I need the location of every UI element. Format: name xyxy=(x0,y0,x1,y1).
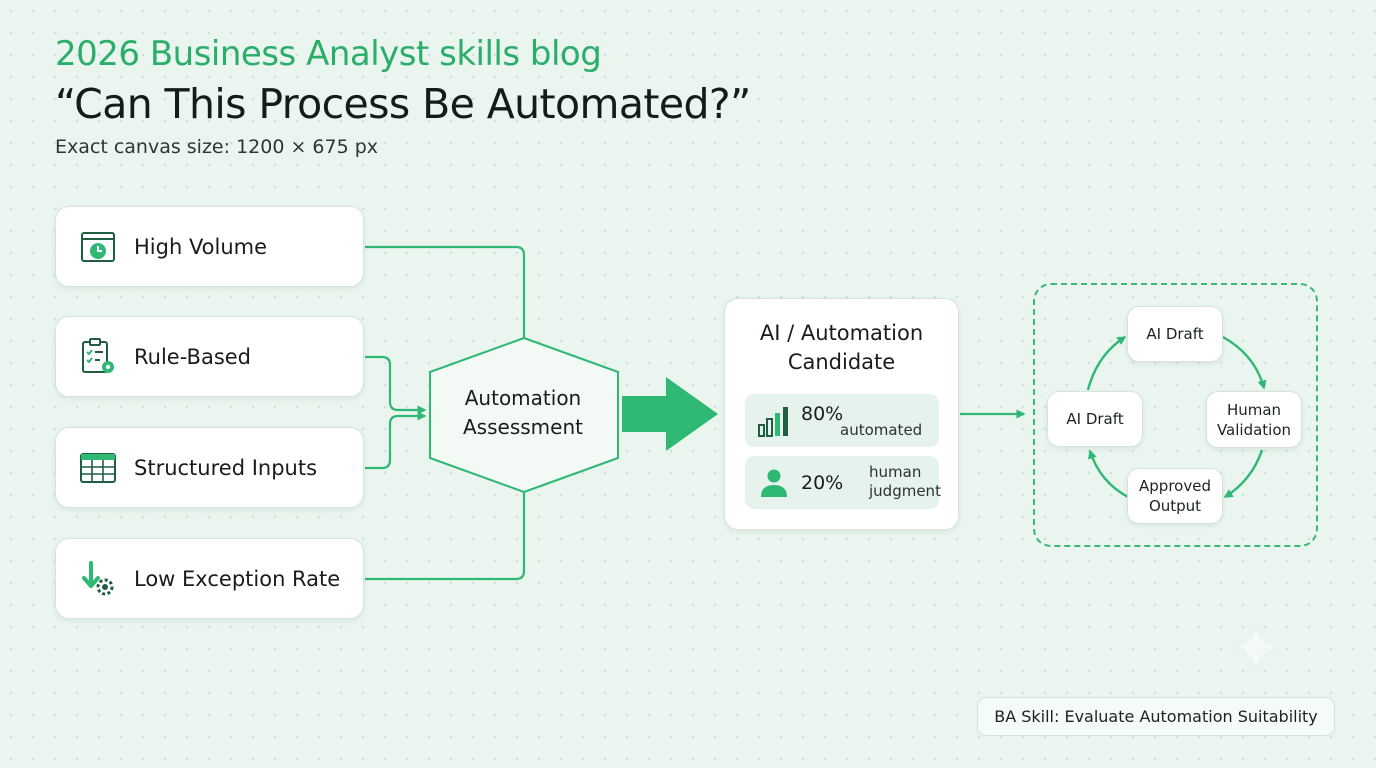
candidate-title: AI / Automation Candidate xyxy=(725,319,958,377)
criterion-label: Low Exception Rate xyxy=(134,566,341,591)
connector-structured-inputs xyxy=(365,411,427,470)
connector-low-exception xyxy=(365,491,526,581)
criterion-card-low-exception-rate: Low Exception Rate xyxy=(55,538,364,619)
automation-candidate-card: AI / Automation Candidate 80% automated … xyxy=(724,298,959,530)
loop-arrow-bottom-left xyxy=(1088,449,1129,499)
stat-percent: 80% xyxy=(801,403,844,425)
person-icon xyxy=(756,465,792,501)
sparkle-icon xyxy=(1236,628,1276,668)
blog-title: 2026 Business Analyst skills blog xyxy=(55,34,602,74)
connector-high-volume xyxy=(365,245,526,338)
loop-node-label: AI Draft xyxy=(1066,410,1124,428)
big-flow-arrow xyxy=(622,377,718,451)
candidate-title-line1: AI / Automation xyxy=(759,321,924,345)
page-title: “Can This Process Be Automated?” xyxy=(55,80,751,128)
criterion-card-rule-based: Rule-Based xyxy=(55,316,364,397)
ba-skill-tag: BA Skill: Evaluate Automation Suitabilit… xyxy=(977,697,1335,736)
stat-human-judgment: 20% human judgment xyxy=(745,456,941,509)
loop-node-label: AI Draft xyxy=(1146,325,1204,343)
bar-chart-icon xyxy=(756,403,792,439)
review-loop-frame xyxy=(1033,283,1318,547)
criterion-card-structured-inputs: Structured Inputs xyxy=(55,427,364,508)
stat-label: human judgment xyxy=(869,463,941,500)
criterion-label: Structured Inputs xyxy=(134,455,318,480)
criterion-label: Rule-Based xyxy=(134,344,252,369)
stat-percent: 20% xyxy=(801,472,844,494)
table-icon xyxy=(78,448,118,488)
assessment-label-line2: Assessment xyxy=(463,415,583,439)
loop-arrow-left-top xyxy=(1086,335,1127,391)
criterion-card-high-volume: High Volume xyxy=(55,206,364,287)
loop-node-ai-draft-top: AI Draft xyxy=(1127,306,1223,362)
criterion-label: High Volume xyxy=(134,234,268,259)
down-arrow-gear-icon xyxy=(78,559,118,599)
loop-node-ai-draft-left: AI Draft xyxy=(1047,391,1143,447)
loop-node-approved-output: Approved Output xyxy=(1127,468,1223,524)
clock-icon xyxy=(78,227,118,267)
automation-assessment-node: Automation Assessment xyxy=(428,368,618,458)
loop-arrow-top-right xyxy=(1222,335,1267,390)
canvas-size-note: Exact canvas size: 1200 × 675 px xyxy=(55,136,379,158)
checklist-gear-icon xyxy=(78,337,118,377)
connector-rule-based xyxy=(365,355,427,415)
candidate-title-line2: Candidate xyxy=(787,350,896,374)
loop-node-label: Approved Output xyxy=(1139,477,1211,515)
loop-node-human-validation: Human Validation xyxy=(1206,391,1302,448)
loop-arrow-right-bottom xyxy=(1223,449,1264,499)
assessment-hexagon xyxy=(429,336,619,494)
loop-node-label: Human Validation xyxy=(1216,400,1292,439)
stat-label: automated xyxy=(840,421,923,439)
stat-automated: 80% automated xyxy=(745,394,939,447)
assessment-label-line1: Automation xyxy=(464,386,582,410)
